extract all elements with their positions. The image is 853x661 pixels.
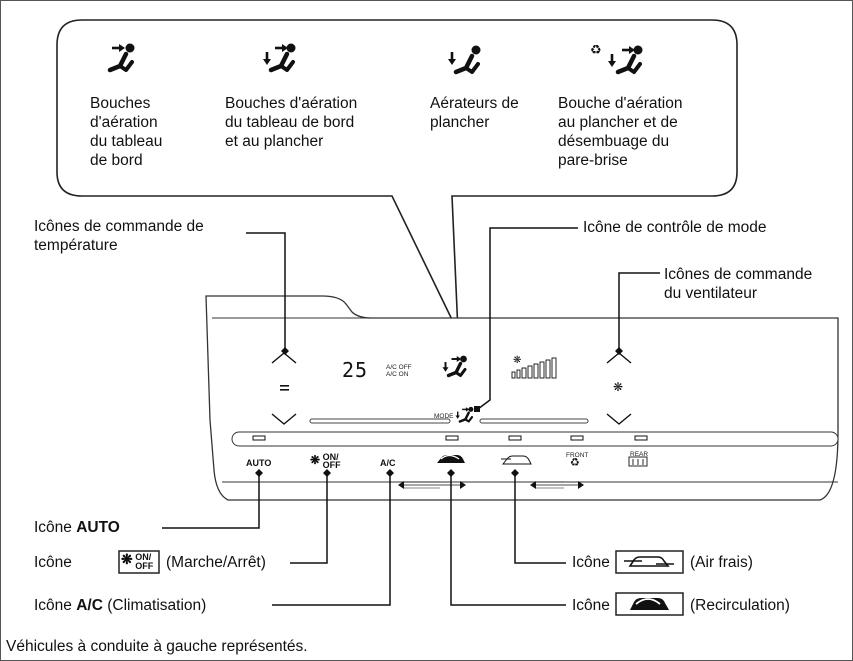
indicator-light <box>634 435 648 441</box>
temperature-display: 25 <box>342 358 369 382</box>
temp-slider-track <box>309 418 451 424</box>
footer-note: Véhicules à conduite à gauche représenté… <box>6 638 308 655</box>
fresh-air-callout-suffix: (Air frais) <box>690 554 753 571</box>
mode-button-label[interactable]: MODE <box>434 413 454 420</box>
temp-level-icon <box>280 385 289 387</box>
floor-defrost-vent-icon: ♻ <box>590 43 643 72</box>
auto-button[interactable]: AUTO <box>246 458 272 468</box>
fan-display-icon: ❋ <box>513 355 522 366</box>
fan-icon: ❋ <box>613 380 624 394</box>
rear-defrost-label: REAR <box>630 451 649 458</box>
fan-level-bars <box>511 357 557 379</box>
fan-slider-track <box>479 418 589 424</box>
on-off-callout-suffix: (Marche/Arrêt) <box>166 554 266 571</box>
svg-text:♻: ♻ <box>590 43 602 58</box>
indicator-light <box>445 435 459 441</box>
indicator-light <box>252 435 266 441</box>
indicator-light <box>570 435 584 441</box>
leader-lines <box>162 227 660 606</box>
recirculation-callout-suffix: (Recirculation) <box>690 597 790 614</box>
on-off-inline-icon: ❋ ON/OFF <box>121 551 154 571</box>
mode-callout: Icône de contrôle de mode <box>583 219 767 236</box>
front-defrost-label: FRONT <box>566 452 589 459</box>
fresh-air-icon[interactable] <box>501 455 532 465</box>
fresh-air-callout: Icône <box>572 554 610 571</box>
ac-on-indicator: A/C ON <box>386 371 409 378</box>
front-defrost-icon[interactable]: ♻ <box>570 456 580 469</box>
button-strip <box>231 431 839 447</box>
recirculation-callout: Icône <box>572 597 610 614</box>
ac-callout: Icône A/C (Climatisation) <box>34 597 207 614</box>
fresh-air-callout-icon <box>615 550 684 574</box>
auto-callout: Icône AUTO <box>34 519 120 536</box>
fan-down-icon[interactable] <box>606 413 632 425</box>
vent-modes-bubble <box>56 19 738 333</box>
control-panel <box>205 295 839 501</box>
leader-markers <box>255 347 623 477</box>
recirculation-callout-icon <box>615 592 684 616</box>
on-off-callout: Icône <box>34 554 72 571</box>
ac-off-indicator: A/C OFF <box>386 364 412 371</box>
on-off-callout-icon <box>118 550 160 574</box>
rear-defrost-icon[interactable] <box>628 456 648 467</box>
indicator-light <box>508 435 522 441</box>
ac-button[interactable]: A/C <box>380 458 396 468</box>
recirculation-icon[interactable] <box>437 454 465 463</box>
temp-down-icon[interactable] <box>271 413 297 425</box>
on-off-button[interactable]: ❋ ON/OFF <box>310 452 341 470</box>
